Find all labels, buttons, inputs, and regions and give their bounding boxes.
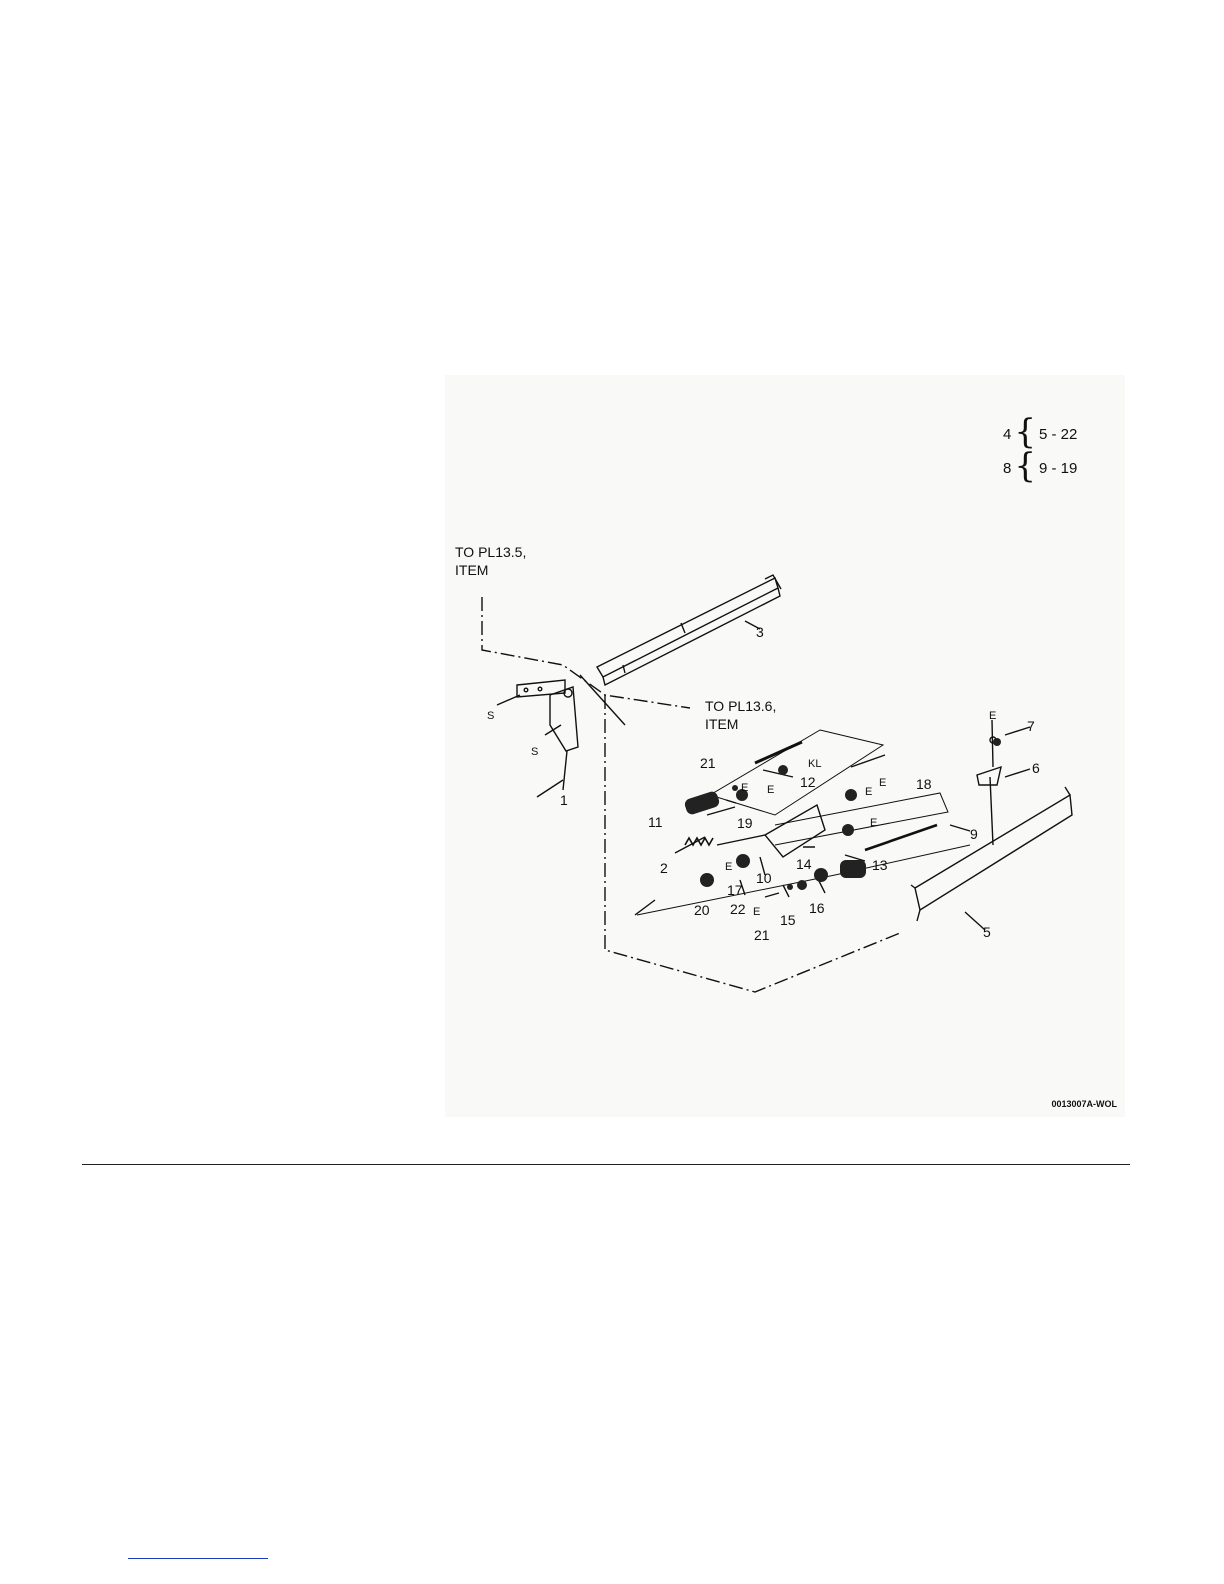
exploded-view-drawing	[445, 375, 1125, 1117]
callout-to-pl136: TO PL13.6,	[705, 699, 776, 713]
label-s-upper: S	[487, 711, 494, 722]
figure-id: 0013007A-WOL	[1051, 1099, 1117, 1109]
group-parent-number: 4	[1003, 426, 1011, 443]
item-19: 19	[737, 816, 753, 830]
item-17: 17	[727, 883, 743, 897]
item-5: 5	[983, 925, 991, 939]
item-20: 20	[694, 903, 710, 917]
callout-to-pl136-item: ITEM	[705, 717, 738, 731]
gear-16	[814, 868, 828, 882]
item-6: 6	[1032, 761, 1040, 775]
bearing-18	[845, 789, 857, 801]
group-ref-8: 8{9 - 19	[1003, 442, 1077, 482]
bearing-17	[736, 854, 750, 868]
link-line-top	[482, 597, 690, 708]
callout-to-pl135: TO PL13.5,	[455, 545, 526, 559]
knob-12	[778, 765, 788, 775]
label-e-21: E	[741, 783, 748, 794]
label-e-14: E	[870, 818, 877, 829]
label-kl: KL	[808, 759, 821, 770]
item-21-upper: 21	[700, 756, 716, 770]
item-11: 11	[648, 815, 663, 829]
item-1: 1	[560, 793, 568, 807]
item-16: 16	[809, 901, 825, 915]
item-18: 18	[916, 777, 932, 791]
gear-20	[700, 873, 714, 887]
label-e-19: E	[767, 785, 774, 796]
item-22: 22	[730, 902, 746, 916]
spring-2	[685, 838, 713, 845]
ring-21-lower	[787, 884, 793, 890]
item-9: 9	[970, 827, 978, 841]
item-21-lower: 21	[754, 928, 770, 942]
footnote-rule	[128, 1558, 268, 1559]
callout-to-pl135-item: ITEM	[455, 563, 488, 577]
label-e-top: E	[989, 711, 996, 722]
item-2: 2	[660, 861, 668, 875]
label-e-18b: E	[879, 778, 886, 789]
gear-15	[797, 880, 807, 890]
group-range: 5 - 22	[1039, 426, 1077, 443]
item-14: 14	[796, 857, 812, 871]
label-e-22: E	[753, 907, 760, 918]
group-range: 9 - 19	[1039, 460, 1077, 477]
bearing-14	[842, 824, 854, 836]
item-10: 10	[756, 871, 772, 885]
item-13: 13	[872, 858, 888, 872]
roller-13	[840, 860, 866, 878]
label-e-18a: E	[865, 787, 872, 798]
ring-21-upper	[732, 785, 738, 791]
item-12: 12	[800, 775, 816, 789]
item-3: 3	[756, 625, 764, 639]
item-15: 15	[780, 913, 796, 927]
clip-7	[993, 738, 1001, 746]
link-line-main	[605, 695, 900, 992]
label-s-lower: S	[531, 747, 538, 758]
parts-diagram: 4{5 - 22 8{9 - 19 TO PL13.5, ITEM TO PL1…	[445, 375, 1125, 1117]
item-7: 7	[1027, 719, 1035, 733]
group-parent-number: 8	[1003, 460, 1011, 477]
horizontal-divider	[82, 1164, 1130, 1165]
label-e-17: E	[725, 862, 732, 873]
